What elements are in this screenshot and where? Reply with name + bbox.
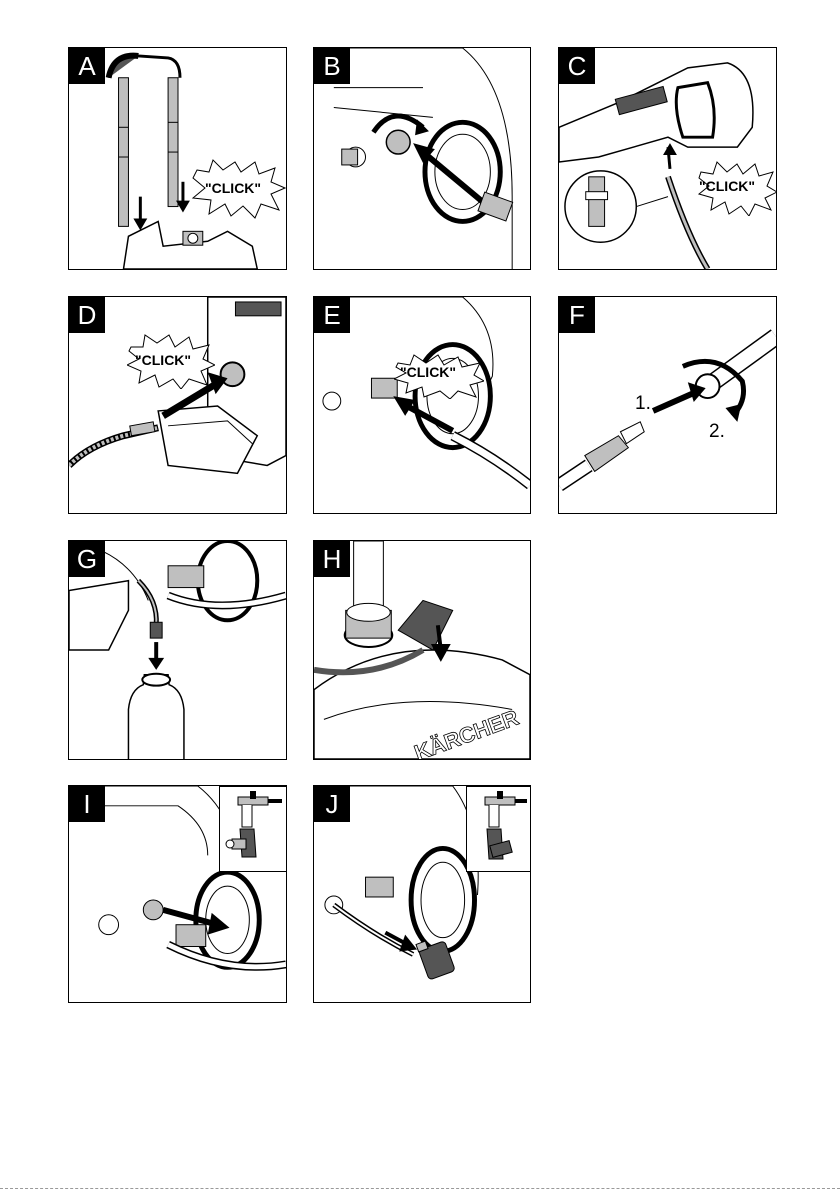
panel-b: B: [313, 47, 531, 270]
panel-h: KÄRCHER H: [313, 540, 531, 760]
panel-e: E "CLICK": [313, 296, 531, 514]
panel-letter: J: [314, 786, 350, 822]
panel-g: G: [68, 540, 287, 760]
panel-a: A "CLICK": [68, 47, 287, 270]
click-callout-text: "CLICK": [699, 178, 755, 194]
tap-inset: [466, 786, 531, 872]
panel-letter: G: [69, 541, 105, 577]
panel-c: C "CLICK": [558, 47, 777, 270]
step-2-label: 2.: [709, 421, 725, 443]
click-callout-text: "CLICK": [135, 352, 191, 368]
panel-i: I: [68, 785, 287, 1003]
panel-letter: B: [314, 48, 350, 84]
panel-d: D "CLICK": [68, 296, 287, 514]
click-callout-text: "CLICK": [400, 364, 456, 380]
page-bottom-edge: [0, 1188, 840, 1189]
tap-inset: [219, 786, 287, 872]
panel-letter: I: [69, 786, 105, 822]
panel-letter: D: [69, 297, 105, 333]
water-tap-icon: [467, 787, 531, 872]
panel-letter: A: [69, 48, 105, 84]
panel-f: F 1. 2.: [558, 296, 777, 514]
panel-letter: F: [559, 297, 595, 333]
panel-letter: H: [314, 541, 350, 577]
click-callout-text: "CLICK": [205, 180, 261, 196]
panel-j: J: [313, 785, 531, 1003]
water-tap-icon: [220, 787, 287, 872]
panel-letter: C: [559, 48, 595, 84]
step-1-label: 1.: [635, 393, 651, 415]
panel-letter: E: [314, 297, 350, 333]
